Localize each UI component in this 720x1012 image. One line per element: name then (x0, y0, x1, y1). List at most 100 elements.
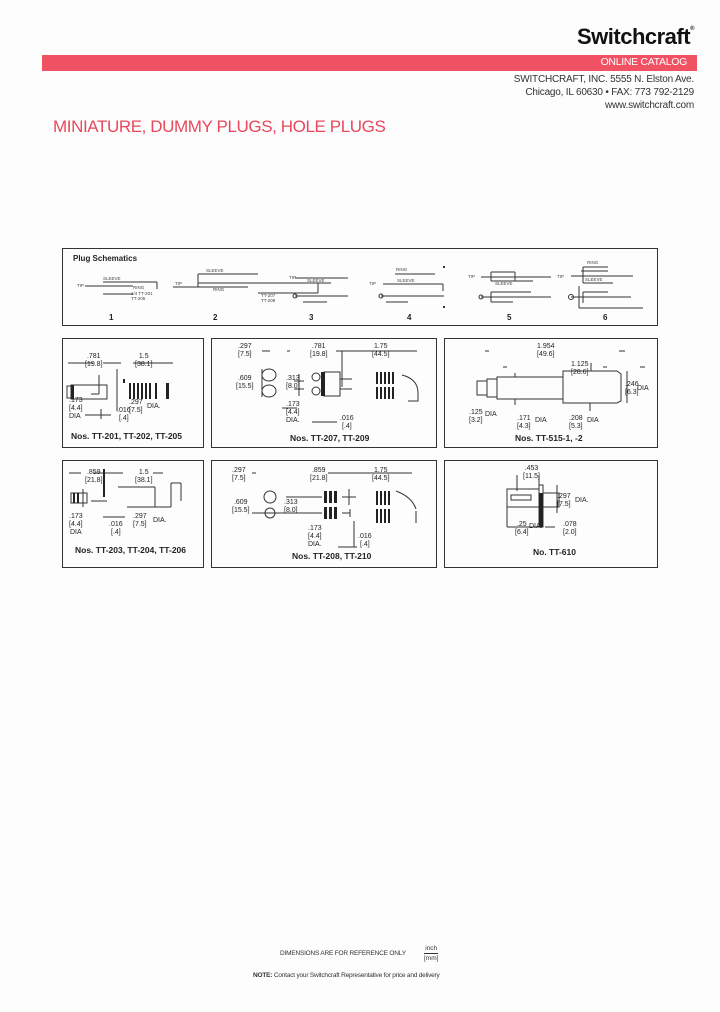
drawing-tt-208: .297[7.5] .859[21.8] 1.75[44.5] .609[15.… (211, 460, 437, 568)
svg-text:1/4 TT-201: 1/4 TT-201 (131, 291, 153, 296)
dim-body-dia-note: DIA. (147, 403, 161, 410)
unit-inch: inch (425, 945, 438, 952)
dim-length-overall: 1.5[38.1] (135, 353, 153, 368)
dim-thickness: .016[.4] (340, 415, 354, 430)
dim-tip-dia: .173[4.4]DIA (69, 397, 83, 420)
schematic-number-3: 3 (309, 313, 314, 322)
brand-logo: Switchcraft® (576, 24, 695, 50)
dim-body-dia: .297[7.5] (133, 513, 147, 528)
dim-length: .859[21.8] (310, 467, 328, 482)
dim-thickness: .016[.4] (117, 407, 131, 422)
dim-length: .781[19.8] (310, 343, 328, 358)
unit-mm: [mm] (424, 953, 439, 962)
dim-length-overall: 1.5[38.1] (135, 469, 153, 484)
svg-text:SLEEVE: SLEEVE (585, 277, 603, 282)
drawing-tt-515: 1.954[49.6] 1.125[28.6] .246[6.3] DIA .1… (444, 338, 658, 448)
svg-text:RING: RING (587, 260, 599, 265)
plug-drawing (66, 362, 173, 419)
drawing-tt-610: .453[11.5] .297[7.5] DIA. .25[6.4] DIA. … (444, 460, 658, 568)
svg-text:SLEEVE: SLEEVE (307, 278, 325, 283)
plug-schematics-panel: Plug Schematics (62, 248, 658, 326)
dim-cap-height: .297[7.5] (238, 343, 252, 358)
schematic-number-1: 1 (109, 313, 114, 322)
dim-length: .859[21.8] (85, 469, 103, 484)
dim-spacing: .609[15.5] (236, 375, 254, 390)
plug-drawing (261, 350, 419, 423)
drawing-caption: Nos. TT-207, TT-209 (290, 433, 370, 443)
dim-length: .781[19.8] (85, 353, 103, 368)
dim-shaft-dia: .25[6.4] (515, 521, 529, 536)
dim-shaft-dia-note: DIA. (529, 523, 543, 530)
dim-head-dia: .297[7.5] (557, 493, 571, 508)
svg-text:RING: RING (213, 287, 225, 292)
reference-note: DIMENSIONS ARE FOR REFERENCE ONLY (280, 950, 406, 957)
dim-tip-dia: .173[4.4]DIA. (286, 401, 300, 424)
dim-length: .453[11.5] (523, 465, 540, 480)
svg-text:TIP: TIP (289, 275, 296, 280)
footer-note: NOTE: Contact your Switchcraft Represent… (253, 972, 440, 979)
dim-thickness: .016[.4] (358, 533, 372, 548)
website-link[interactable]: www.switchcraft.com (605, 100, 694, 111)
svg-text:TT-205: TT-205 (131, 296, 146, 301)
svg-text:RING: RING (133, 285, 145, 290)
banner-label: ONLINE CATALOG (600, 56, 688, 68)
dim-spacing: .609[15.5] (232, 499, 250, 514)
drawing-tt-203: .859[21.8] 1.5[38.1] .173[4.4]DIA .297[7… (62, 460, 204, 568)
schematics-title: Plug Schematics (73, 254, 138, 263)
drawing-caption: Nos. TT-201, TT-202, TT-205 (71, 431, 183, 441)
dim-ring-dia-note: DIA (535, 417, 547, 424)
unit-legend: inch [mm] (424, 944, 439, 963)
svg-text:SLEEVE: SLEEVE (103, 276, 121, 281)
svg-text:RING: RING (396, 267, 408, 272)
svg-text:SLEEVE: SLEEVE (495, 281, 513, 286)
schematic-number-5: 5 (507, 313, 512, 322)
dim-length-overall: 1.75[44.5] (372, 343, 390, 358)
dim-body-length: 1.125[28.6] (571, 361, 589, 376)
svg-text:TIP: TIP (175, 281, 182, 286)
dim-ring-dia: .171[4.3] (517, 415, 531, 430)
schematic-number-4: 4 (407, 313, 412, 322)
registered-mark: ® (690, 26, 694, 32)
brand-name: Switchcraft (576, 24, 691, 49)
dim-overall-length: 1.954[49.6] (537, 343, 555, 358)
address-line-2: Chicago, IL 60630 • FAX: 773 792-2129 (525, 87, 694, 98)
page-title: MINIATURE, DUMMY PLUGS, HOLE PLUGS (53, 117, 386, 136)
svg-text:TIP: TIP (77, 283, 84, 288)
address-line-1: SWITCHCRAFT, INC. 5555 N. Elston Ave. (513, 74, 694, 85)
dim-cap-height: .297[7.5] (232, 467, 246, 482)
plug-drawing (506, 475, 560, 528)
svg-text:TT-209: TT-209 (261, 298, 276, 303)
drawing-tt-201: .781[19.8] 1.5[38.1] .173[4.4]DIA .297[7… (62, 338, 204, 448)
dim-body-dia-note: DIA (587, 417, 599, 424)
dim-head-dia-note: DIA. (575, 497, 589, 504)
drawing-caption: Nos. TT-208, TT-210 (292, 551, 372, 561)
drawing-caption: Nos. TT-203, TT-204, TT-206 (75, 545, 187, 555)
dim-tip-dia-note: DIA (485, 411, 497, 418)
dim-sleeve-dia: .246[6.3] (625, 381, 639, 396)
plug-drawing (476, 350, 645, 411)
schematic-number-6: 6 (603, 313, 608, 322)
drawing-caption: No. TT-610 (533, 547, 576, 557)
drawing-caption: Nos. TT-515-1, -2 (515, 433, 583, 443)
dim-tip-dia: .125[3.2] (469, 409, 483, 424)
dim-body-dia-note: DIA. (153, 517, 167, 524)
note-text: Contact your Switchcraft Representative … (273, 972, 440, 979)
dim-tip-dia: .173[4.4]DIA (69, 513, 83, 536)
dim-pitch: .313[8.0] (284, 499, 298, 514)
dim-thickness: .016[.4] (109, 521, 123, 536)
svg-text:TT-207: TT-207 (261, 293, 276, 298)
dim-sleeve-dia-note: DIA (637, 385, 649, 392)
dim-tip-dia: .173[4.4]DIA. (308, 525, 322, 548)
plug-drawing (252, 472, 417, 548)
dim-length-overall: 1.75[44.5] (372, 467, 390, 482)
catalog-banner: ONLINE CATALOG (42, 55, 697, 71)
svg-text:TIP: TIP (557, 274, 564, 279)
dim-pitch: .313[8.0] (286, 375, 300, 390)
schematic-number-2: 2 (213, 313, 218, 322)
dim-body-dia: .208[5.3] (569, 415, 583, 430)
plug-drawing (69, 469, 182, 518)
svg-text:TIP: TIP (468, 274, 475, 279)
svg-text:SLEEVE: SLEEVE (206, 268, 224, 273)
note-label: NOTE: (253, 972, 273, 979)
